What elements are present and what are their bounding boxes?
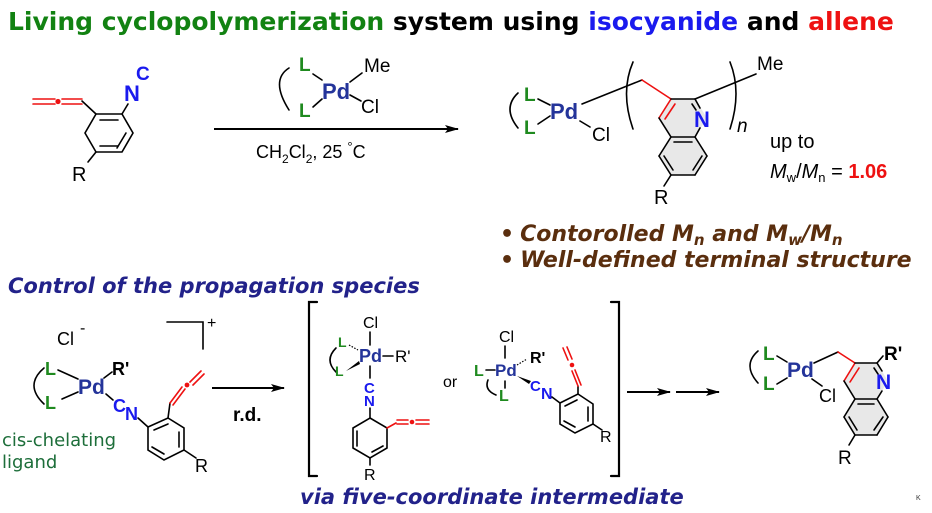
product-cl: Cl <box>819 386 836 406</box>
int-a-c: C <box>364 380 375 397</box>
cation-ligand-1: L <box>45 359 56 379</box>
polymer-ligand-1: L <box>524 85 536 106</box>
polymer-structure: L L Pd Cl N <box>509 54 783 209</box>
counterion-charge: - <box>80 320 85 337</box>
int-a-ligand-1: L <box>338 334 347 350</box>
title-isocyanide: isocyanide <box>588 7 738 36</box>
cation-n: N <box>125 404 138 424</box>
int-b-ligand-2: L <box>499 388 509 405</box>
ligand-label: ligand <box>2 452 57 473</box>
polymer-cl: Cl <box>592 125 610 146</box>
catalyst-ligand-2: L <box>299 101 311 122</box>
int-a-n: N <box>364 393 375 410</box>
cation-pd: Pd <box>78 376 105 399</box>
product-structure: L L Pd Cl N R' R <box>749 344 902 469</box>
cationic-complex: Cl - + L L Pd R' C N R <box>33 315 216 476</box>
title-allene: allene <box>808 7 894 36</box>
polymer-ligand-2: L <box>524 118 536 139</box>
reaction-conditions: CH2Cl2, 25 °C <box>256 139 366 166</box>
or-label: or <box>443 374 458 391</box>
monomer-structure: N C R <box>32 64 150 186</box>
catalyst-ligand-1: L <box>299 55 311 76</box>
product-pd: Pd <box>787 359 814 382</box>
product-r-prime: R' <box>884 344 902 365</box>
int-b-r: R <box>600 429 612 446</box>
feature-terminal: •Well-defined terminal structure <box>500 248 912 273</box>
counterion-cl: Cl <box>57 329 74 349</box>
complex-charge: + <box>207 315 216 332</box>
catalyst-me: Me <box>364 56 390 77</box>
cation-ligand-2: L <box>45 393 56 413</box>
section-heading: Control of the propagation species <box>8 274 420 298</box>
int-a-r-prime: R' <box>395 347 411 366</box>
product-r: R <box>838 448 852 469</box>
corner-mark: K <box>916 495 921 502</box>
page-title: Living cyclopolymerization system using … <box>8 7 894 36</box>
feature-controlled: •Contorolled Mn and Mw/Mn <box>500 222 843 249</box>
dispersity-readout: Mw/Mn = 1.06 <box>770 161 887 185</box>
title-system: system using <box>384 7 588 36</box>
int-b-c: C <box>530 378 541 395</box>
title-living: Living cyclopolymerization <box>8 7 384 36</box>
product-n: N <box>876 371 891 394</box>
int-b-pd: Pd <box>495 361 517 380</box>
catalyst-pd: Pd <box>322 79 350 104</box>
rd-label: r.d. <box>233 405 262 426</box>
cation-c: C <box>113 396 126 416</box>
int-b-cl: Cl <box>499 329 514 346</box>
polymer-n: N <box>694 107 710 132</box>
bracket-left <box>307 300 319 478</box>
monomer-r: R <box>72 164 86 186</box>
polymer-r: R <box>654 187 668 209</box>
bracket-right <box>609 300 621 478</box>
dispersity-value: 1.06 <box>848 161 887 183</box>
int-a-ligand-2: L <box>335 363 344 379</box>
cis-chelating-label: cis-chelating <box>2 430 116 451</box>
product-ligand-2: L <box>763 374 775 395</box>
intermediate-a: Cl L L Pd R' C N R <box>329 315 430 484</box>
up-to-label: up to <box>770 131 814 153</box>
catalyst-structure: L L Pd Me Cl <box>278 55 390 122</box>
cation-r-prime: R' <box>112 359 129 379</box>
int-b-r-prime: R' <box>530 350 545 367</box>
polymer-me: Me <box>757 54 783 75</box>
catalyst-cl: Cl <box>361 97 379 118</box>
monomer-n: N <box>124 81 140 106</box>
int-a-cl: Cl <box>363 315 378 332</box>
footer-caption: via five-coordinate intermediate <box>300 485 684 509</box>
monomer-c: C <box>136 64 150 85</box>
int-b-ligand-1: L <box>474 363 484 380</box>
int-b-n: N <box>541 386 553 403</box>
int-a-pd: Pd <box>359 346 382 366</box>
polymer-repeat-n: n <box>737 116 748 137</box>
product-ligand-1: L <box>763 344 775 365</box>
int-a-r: R <box>364 467 376 484</box>
cation-r: R <box>195 456 208 476</box>
title-and: and <box>738 7 808 36</box>
intermediate-b: Cl L Pd L R' C N R <box>474 329 612 446</box>
polymer-pd: Pd <box>550 99 578 124</box>
